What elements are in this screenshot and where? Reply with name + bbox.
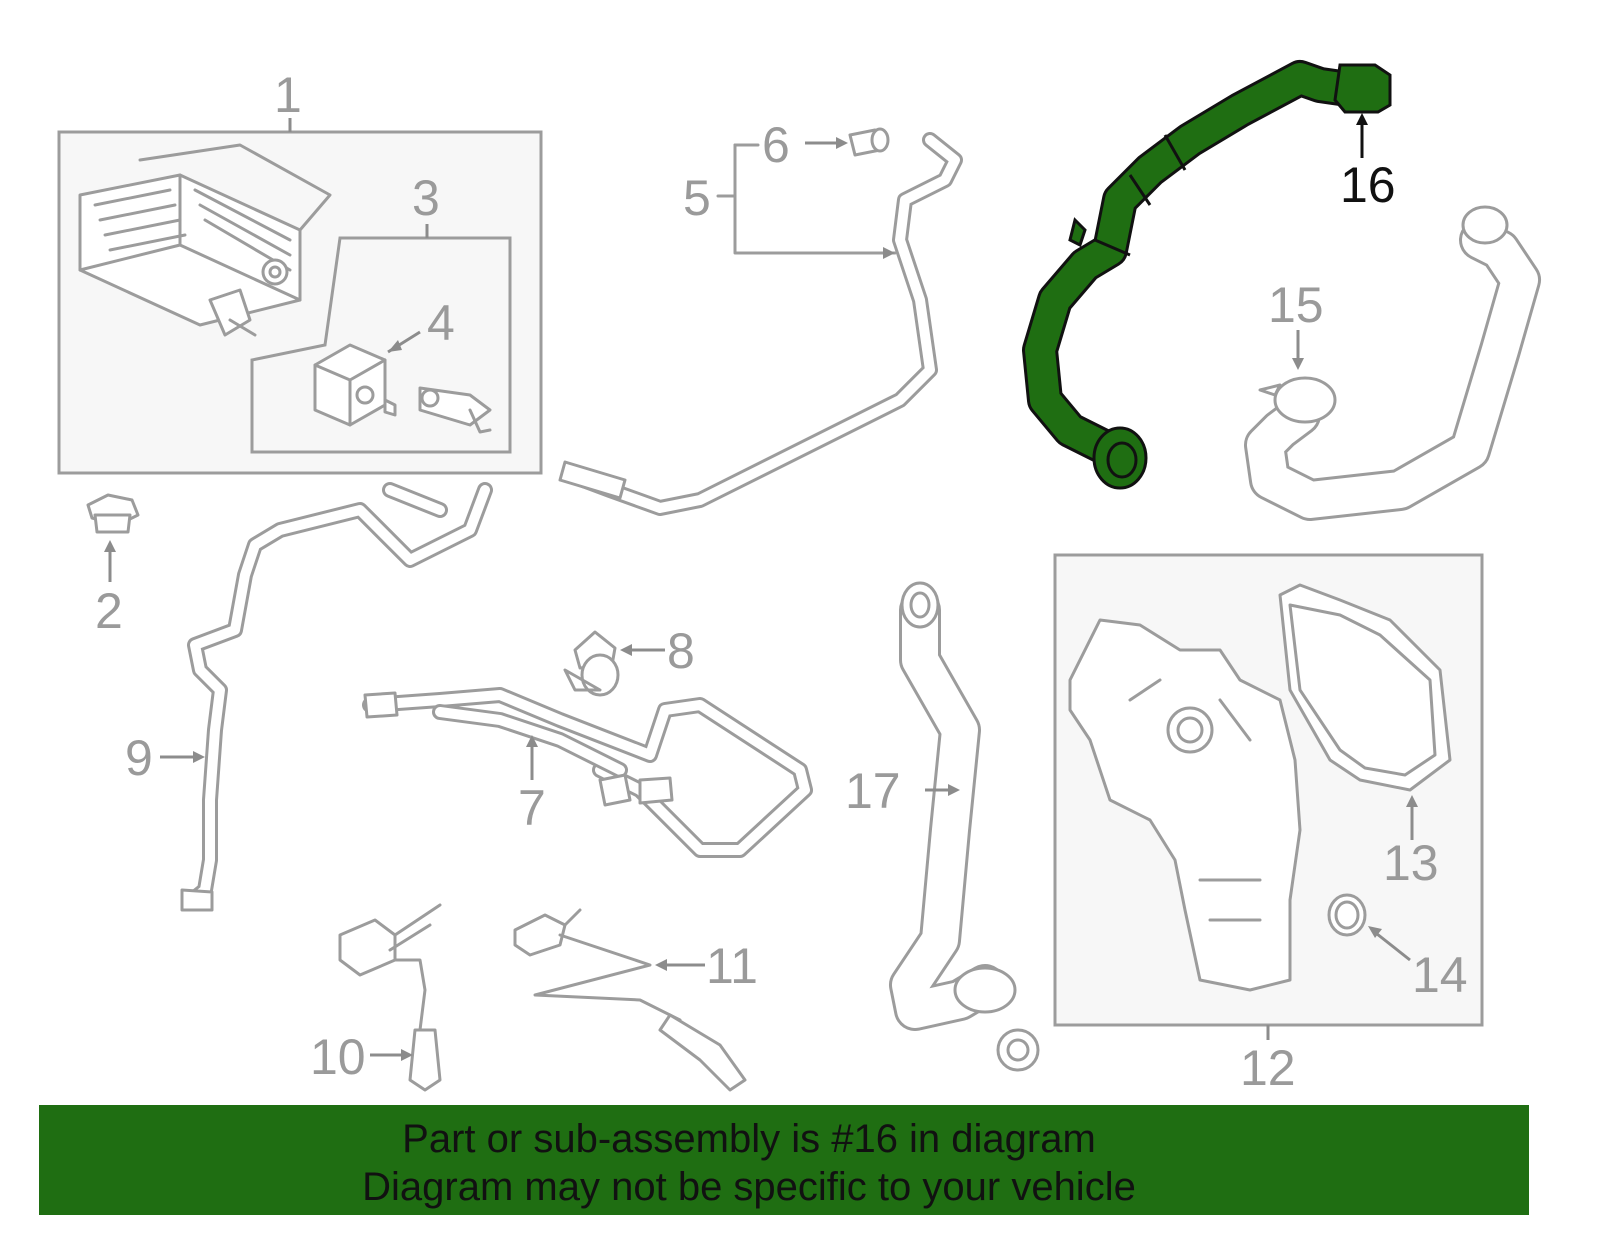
callout-14: 14 bbox=[1412, 947, 1468, 1003]
callout-12: 12 bbox=[1240, 1040, 1296, 1096]
callout-1: 1 bbox=[274, 67, 302, 123]
banner-line-1: Part or sub-assembly is #16 in diagram bbox=[402, 1117, 1096, 1161]
callout-5: 5 bbox=[683, 170, 711, 226]
callout-10: 10 bbox=[310, 1029, 366, 1085]
callout-15: 15 bbox=[1268, 277, 1324, 333]
part-15-hose bbox=[1244, 205, 1541, 521]
callout-8: 8 bbox=[667, 623, 695, 679]
part-12-assembly bbox=[1053, 553, 1484, 1040]
callout-3: 3 bbox=[412, 170, 440, 226]
callout-11: 11 bbox=[706, 938, 758, 994]
gasket-drawing bbox=[1278, 583, 1452, 792]
part-11-sensor bbox=[513, 908, 747, 1092]
part-8-clip bbox=[563, 630, 665, 697]
callout-9: 9 bbox=[125, 730, 153, 786]
housing-drawing bbox=[1068, 618, 1302, 992]
highlighted-connector bbox=[1333, 63, 1392, 114]
highlighted-hose-body bbox=[1025, 63, 1370, 465]
callout-17: 17 bbox=[845, 763, 901, 819]
callout-2: 2 bbox=[95, 583, 123, 639]
part-9-tube bbox=[160, 482, 493, 912]
part-7-tube-assembly bbox=[362, 687, 813, 858]
callout-7: 7 bbox=[518, 780, 546, 836]
part-5-tube bbox=[558, 127, 963, 516]
callout-13: 13 bbox=[1383, 835, 1439, 891]
callout-6: 6 bbox=[762, 117, 790, 173]
part-16-hose bbox=[1022, 60, 1392, 490]
callout-16: 16 bbox=[1340, 157, 1396, 213]
part-3-box bbox=[250, 236, 512, 454]
callout-4: 4 bbox=[427, 295, 455, 351]
purge-solenoid-drawing bbox=[313, 343, 492, 434]
part-1-assembly bbox=[57, 118, 543, 475]
part-17-hose bbox=[889, 581, 1040, 1072]
part-2-nut bbox=[86, 493, 140, 582]
banner-line-2: Diagram may not be specific to your vehi… bbox=[362, 1165, 1136, 1209]
canister-drawing bbox=[78, 143, 332, 337]
info-banner: Part or sub-assembly is #16 in diagram D… bbox=[39, 1105, 1529, 1215]
part-10-sensor bbox=[338, 903, 442, 1092]
